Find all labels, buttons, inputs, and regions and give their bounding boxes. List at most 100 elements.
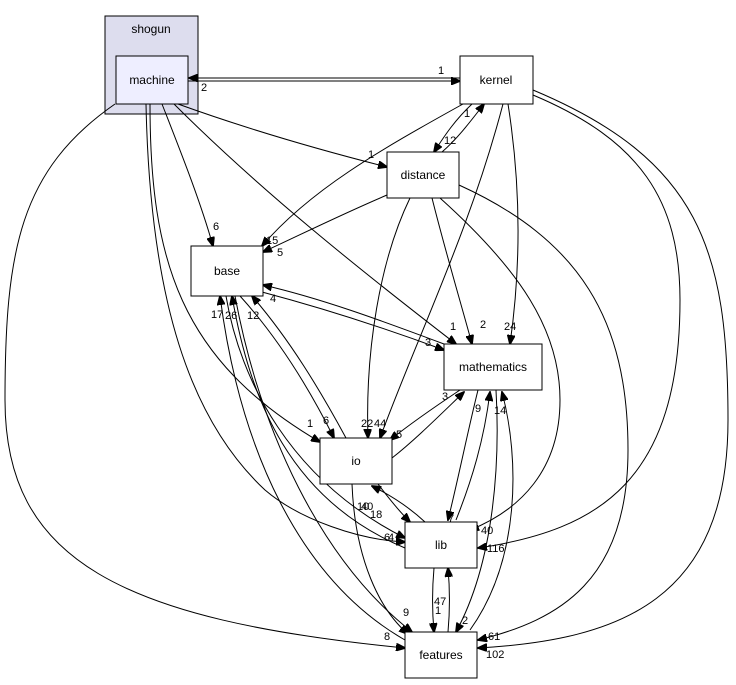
edge-label-machine-features: 8: [384, 631, 390, 643]
edge-base-mathematics: [261, 291, 444, 350]
edge-label-features-mathematics: 14: [494, 405, 506, 417]
edge-distance-lib: [439, 197, 561, 530]
edge-io-lib: [377, 483, 410, 522]
edge-io-mathematics: [391, 392, 464, 459]
edge-base-features: [234, 295, 412, 632]
edge-label-io-features: 40: [361, 501, 373, 513]
node-distance-label: distance: [401, 168, 446, 182]
edge-io-features: [351, 483, 408, 634]
edge-label-machine-kernel: 1: [438, 65, 444, 77]
edge-distance-base: [263, 194, 388, 252]
edge-label-lib-io: 10: [357, 501, 369, 513]
edge-label-kernel-io: 44: [374, 418, 386, 430]
node-base-label: base: [214, 264, 240, 278]
edge-label-io-mathematics: 3: [442, 391, 448, 403]
edge-label-kernel-mathematics: 24: [504, 321, 516, 333]
edge-lib-features: [433, 567, 435, 632]
edge-kernel-distance: [434, 103, 473, 152]
node-kernel[interactable]: kernel: [459, 55, 534, 105]
node-features-box: [404, 631, 478, 679]
edge-label-kernel-lib: 116: [487, 543, 505, 555]
edge-distance-features: [458, 184, 629, 640]
edge-label-distance-mathematics: 2: [480, 319, 486, 331]
edge-label-lib-mathematics: 9: [475, 403, 481, 415]
edge-distance-io: [368, 197, 411, 438]
node-lib-label: lib: [435, 538, 447, 552]
edge-features-mathematics: [469, 392, 514, 631]
edge-label-io-lib: 18: [370, 509, 382, 521]
node-mathematics-label: mathematics: [459, 360, 527, 374]
edge-label-kernel-features: 102: [486, 649, 504, 661]
edge-label-base-lib: 6: [384, 532, 390, 544]
edge-distance-kernel: [441, 104, 484, 153]
edge-machine-mathematics: [173, 103, 456, 344]
node-io-box: [319, 437, 393, 485]
node-kernel-label: kernel: [480, 73, 513, 87]
edge-label-lib-features: 1: [435, 605, 441, 617]
edge-kernel-lib: [478, 94, 681, 548]
edge-label-distance-lib: 40: [481, 525, 493, 537]
edge-label-distance-io: 22: [361, 418, 373, 430]
node-machine-label: machine: [129, 73, 175, 87]
edge-mathematics-io: [390, 389, 461, 440]
node-features[interactable]: features: [404, 631, 478, 679]
edge-label-machine-io: 1: [307, 418, 313, 430]
edge-label-distance-kernel: 1: [464, 108, 470, 120]
edge-machine-distance: [177, 103, 387, 167]
node-mathematics[interactable]: mathematics: [443, 343, 543, 391]
node-mathematics-box: [443, 343, 543, 391]
node-lib-box: [404, 521, 478, 569]
node-kernel-box: [459, 55, 534, 105]
edge-label-machine-lib: 4: [388, 532, 394, 544]
edge-label-distance-base: 5: [277, 247, 283, 259]
node-lib[interactable]: lib: [404, 521, 478, 569]
edge-kernel-io: [380, 103, 504, 438]
edge-label-mathematics-io: 5: [396, 429, 402, 441]
edge-label-features-lib: 47: [434, 596, 446, 608]
edge-label-machine-distance: 1: [368, 149, 374, 161]
edge-label-mathematics-lib: 7: [448, 513, 454, 525]
node-distance[interactable]: distance: [386, 151, 460, 199]
edge-label-base-io: 6: [323, 415, 329, 427]
node-io-label: io: [351, 454, 361, 468]
edge-kernel-base: [262, 103, 464, 246]
node-machine-box: [115, 55, 189, 105]
edge-base-io: [239, 295, 334, 438]
edge-label-base-features: 9: [403, 607, 409, 619]
edge-lib-base: [232, 296, 406, 549]
edge-machine-io: [149, 103, 320, 442]
edge-label-distance-features: 61: [488, 631, 500, 643]
edge-label-kernel-base: 15: [266, 235, 278, 247]
edge-label-machine-mathematics: 1: [450, 321, 456, 333]
edge-label-kernel-distance: 12: [444, 135, 456, 147]
edge-machine-features: [4, 103, 405, 648]
edge-base-lib: [225, 295, 405, 538]
node-base-box: [190, 245, 264, 297]
edge-mathematics-base: [263, 285, 445, 345]
edge-mathematics-lib: [448, 389, 479, 520]
edge-lib-io: [372, 486, 426, 523]
node-distance-box: [386, 151, 460, 199]
edge-machine-base: [161, 103, 213, 246]
edge-kernel-features: [478, 89, 729, 648]
edge-label-mathematics-features: 2: [462, 615, 468, 627]
edge-io-base: [252, 296, 347, 439]
edge-label-mathematics-base: 4: [270, 293, 276, 305]
edge-machine-lib: [145, 103, 405, 542]
edge-features-lib: [448, 568, 450, 633]
edge-label-features-base: 17: [211, 309, 223, 321]
node-machine[interactable]: machine: [115, 55, 189, 105]
edge-distance-mathematics: [431, 197, 472, 344]
cluster-shogun-label: shogun: [131, 22, 170, 36]
node-features-label: features: [419, 648, 462, 662]
node-io[interactable]: io: [319, 437, 393, 485]
edge-features-base: [220, 296, 406, 641]
edge-kernel-mathematics: [508, 103, 519, 344]
edge-mathematics-features: [456, 389, 498, 632]
edge-label-kernel-machine: 2: [201, 82, 207, 94]
edge-label-base-mathematics: 3: [425, 337, 431, 349]
node-base[interactable]: base: [190, 245, 264, 297]
edges-layer: 1 2 1 6 1 1 4 8 12 1 15 24 44 116 102 5: [4, 65, 729, 661]
edge-label-io-base: 12: [247, 310, 259, 322]
